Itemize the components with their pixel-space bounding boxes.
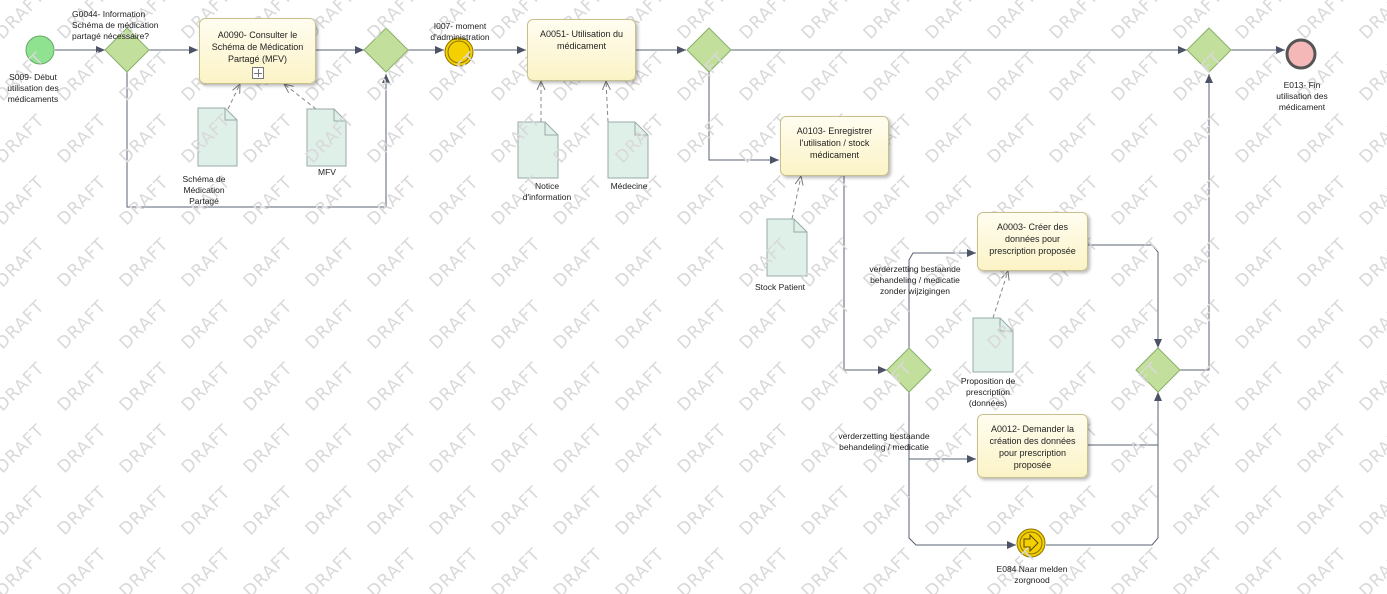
task-a0003-label: A0003- Créer des données pour prescripti… (989, 222, 1076, 256)
subprocess-marker-icon (251, 67, 264, 79)
flow-a0003-to-gateway5[interactable] (1088, 244, 1162, 348)
gateway-g0044-label: G0044- Information Schéma de médication … (72, 9, 159, 41)
escalation-event-e084[interactable] (1016, 528, 1046, 558)
document-stock-label: Stock Patient (754, 282, 806, 292)
document-schema[interactable] (197, 107, 238, 167)
document-notice[interactable] (517, 121, 559, 179)
document-medecine[interactable] (607, 121, 649, 179)
assoc-schema-to-a0090 (227, 84, 240, 110)
flow-a0103-to-gateway4[interactable] (843, 176, 887, 374)
assoc-mfv-to-a0090 (284, 84, 317, 110)
task-a0103[interactable]: A0103- Enregistrer l'utilisation / stock… (780, 116, 889, 176)
assoc-stock-to-a0103 (791, 176, 801, 220)
end-event-label: E013- Fin utilisation des médicament (1276, 80, 1328, 112)
end-event[interactable] (1285, 38, 1317, 70)
document-mfv-label: MFV (318, 167, 336, 177)
assoc-proposition-to-a0003 (992, 271, 1008, 319)
flow-gateway4-to-a0003[interactable] (908, 249, 976, 348)
gateway-after-a0051[interactable] (686, 27, 732, 73)
task-a0090[interactable]: A0090- Consulter le Schéma de Médication… (199, 18, 316, 84)
document-stock[interactable] (766, 218, 808, 277)
task-a0090-label: A0090- Consulter le Schéma de Médication… (211, 30, 304, 64)
start-event-label: S009- Début utilisation des médicaments (7, 72, 59, 104)
document-proposition[interactable] (972, 317, 1014, 373)
escalation-event-label: E084 Naar melden zorgnood (996, 564, 1068, 585)
task-a0012-label: A0012- Demander la création des données … (989, 424, 1076, 470)
start-event[interactable] (25, 35, 55, 65)
assoc-medecine-to-a0051 (606, 81, 608, 123)
task-a0012[interactable]: A0012- Demander la création des données … (977, 414, 1088, 478)
intermediate-event-label: I007- moment d'administration (430, 21, 490, 42)
flow-label-continue: verderzetting bestaande behandeling / me… (838, 431, 930, 452)
intermediate-event-i007[interactable] (444, 37, 474, 67)
flow-gateway3-to-a0103[interactable] (708, 72, 779, 164)
gateway-before-end[interactable] (1186, 27, 1232, 73)
task-a0051[interactable]: A0051- Utilisation du médicament (527, 19, 636, 81)
document-notice-label: Notice d'information (522, 181, 572, 202)
document-proposition-label: Proposition de prescription (données) (960, 376, 1016, 408)
flow-e084-to-gateway5[interactable] (1046, 445, 1159, 546)
task-a0051-label: A0051- Utilisation du médicament (539, 29, 624, 51)
flow-gateway4-to-e084[interactable] (908, 459, 1016, 549)
gateway-merge-prescription[interactable] (1135, 347, 1181, 393)
flow-label-no-changes: verderzetting bestaande behandeling / me… (869, 264, 961, 296)
document-mfv[interactable] (306, 108, 347, 167)
gateway-merge-a0090[interactable] (363, 27, 409, 73)
flow-gateway5-to-gateway-end[interactable] (1180, 74, 1213, 371)
flow-a0012-to-gateway5[interactable] (1088, 392, 1162, 446)
task-a0003[interactable]: A0003- Créer des données pour prescripti… (977, 212, 1088, 271)
document-schema-label: Schéma de Médication Partagé (182, 174, 226, 206)
document-medecine-label: Médecine (610, 181, 648, 191)
arrow-right-icon (1023, 533, 1039, 553)
task-a0103-label: A0103- Enregistrer l'utilisation / stock… (796, 126, 873, 160)
flow-g0044-bypass[interactable] (126, 72, 390, 208)
gateway-g0044[interactable] (104, 27, 150, 73)
gateway-split-prescription[interactable] (886, 347, 932, 393)
